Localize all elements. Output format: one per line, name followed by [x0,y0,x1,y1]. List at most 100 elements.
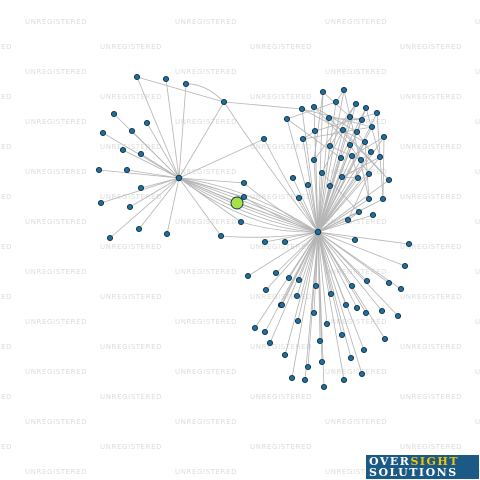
graph-node[interactable] [281,238,289,246]
graph-node[interactable] [337,154,345,162]
graph-node[interactable] [106,234,114,242]
graph-node[interactable] [260,135,268,143]
graph-node[interactable] [311,127,319,135]
graph-node[interactable] [182,80,190,88]
graph-node[interactable] [220,98,228,106]
graph-node[interactable] [289,174,297,182]
graph-node[interactable] [293,292,301,300]
graph-node[interactable] [340,376,348,384]
graph-node[interactable] [353,304,361,312]
graph-node[interactable] [373,109,381,117]
graph-node[interactable] [352,100,360,108]
graph-node[interactable] [351,236,359,244]
graph-node[interactable] [251,324,259,332]
graph-node[interactable] [346,141,354,149]
graph-node[interactable] [261,238,269,246]
graph-node[interactable] [298,105,306,113]
graph-node[interactable] [240,193,248,201]
graph-node[interactable] [358,116,366,124]
graph-node[interactable] [97,199,105,207]
graph-node[interactable] [318,169,326,177]
hub-node-right[interactable] [314,228,322,236]
graph-node[interactable] [162,75,170,83]
graph-node[interactable] [310,309,318,317]
graph-node[interactable] [266,339,274,347]
graph-node[interactable] [319,88,327,96]
graph-node[interactable] [126,203,134,211]
graph-node[interactable] [304,363,312,371]
graph-node[interactable] [363,277,371,285]
graph-node[interactable] [318,358,326,366]
graph-node[interactable] [133,73,141,81]
graph-node[interactable] [320,383,328,391]
graph-node[interactable] [381,335,389,343]
graph-node[interactable] [217,232,225,240]
graph-node[interactable] [240,179,248,187]
graph-node[interactable] [261,328,269,336]
hub-node-left[interactable] [175,174,183,182]
graph-node[interactable] [310,156,318,164]
graph-node[interactable] [357,156,365,164]
graph-node[interactable] [344,216,352,224]
graph-node[interactable] [355,208,363,216]
graph-node[interactable] [378,307,386,315]
graph-node[interactable] [323,320,331,328]
graph-node[interactable] [244,272,252,280]
graph-node[interactable] [346,113,354,121]
graph-node[interactable] [385,279,393,287]
graph-node[interactable] [143,119,151,127]
graph-node[interactable] [288,374,296,382]
graph-node[interactable] [339,126,347,134]
graph-node[interactable] [137,184,145,192]
graph-node[interactable] [380,133,388,141]
graph-node[interactable] [365,195,373,203]
graph-node[interactable] [128,127,136,135]
graph-node[interactable] [95,166,103,174]
graph-node[interactable] [385,176,393,184]
focus-node[interactable] [230,196,244,210]
graph-node[interactable] [340,86,348,94]
graph-node[interactable] [310,103,318,111]
graph-node[interactable] [401,262,409,270]
graph-node[interactable] [361,138,369,146]
graph-node[interactable] [163,230,171,238]
graph-node[interactable] [278,301,286,309]
graph-node[interactable] [281,351,289,359]
graph-node[interactable] [262,286,270,294]
graph-node[interactable] [354,174,362,182]
graph-node[interactable] [325,114,333,122]
graph-node[interactable] [327,290,335,298]
graph-node[interactable] [397,285,405,293]
graph-node[interactable] [135,225,143,233]
graph-node[interactable] [362,104,370,112]
graph-node[interactable] [312,282,320,290]
graph-node[interactable] [347,354,355,362]
graph-node[interactable] [353,128,361,136]
graph-node[interactable] [338,331,346,339]
graph-node[interactable] [272,269,280,277]
graph-node[interactable] [342,301,350,309]
graph-node[interactable] [394,312,402,320]
graph-node[interactable] [405,240,413,248]
graph-node[interactable] [338,173,346,181]
graph-node[interactable] [348,282,356,290]
graph-node[interactable] [360,346,368,354]
graph-node[interactable] [119,146,127,154]
graph-node[interactable] [365,170,373,178]
graph-node[interactable] [283,115,291,123]
graph-node[interactable] [237,218,245,226]
graph-node[interactable] [110,110,118,118]
graph-node[interactable] [301,376,309,384]
graph-node[interactable] [367,148,375,156]
graph-node[interactable] [304,181,312,189]
graph-node[interactable] [137,150,145,158]
graph-node[interactable] [348,152,356,160]
graph-node[interactable] [295,276,303,284]
graph-node[interactable] [368,123,376,131]
graph-node[interactable] [326,142,334,150]
graph-node[interactable] [299,135,307,143]
graph-node[interactable] [358,370,366,378]
graph-node[interactable] [369,211,377,219]
graph-node[interactable] [326,182,334,190]
graph-node[interactable] [362,309,370,317]
